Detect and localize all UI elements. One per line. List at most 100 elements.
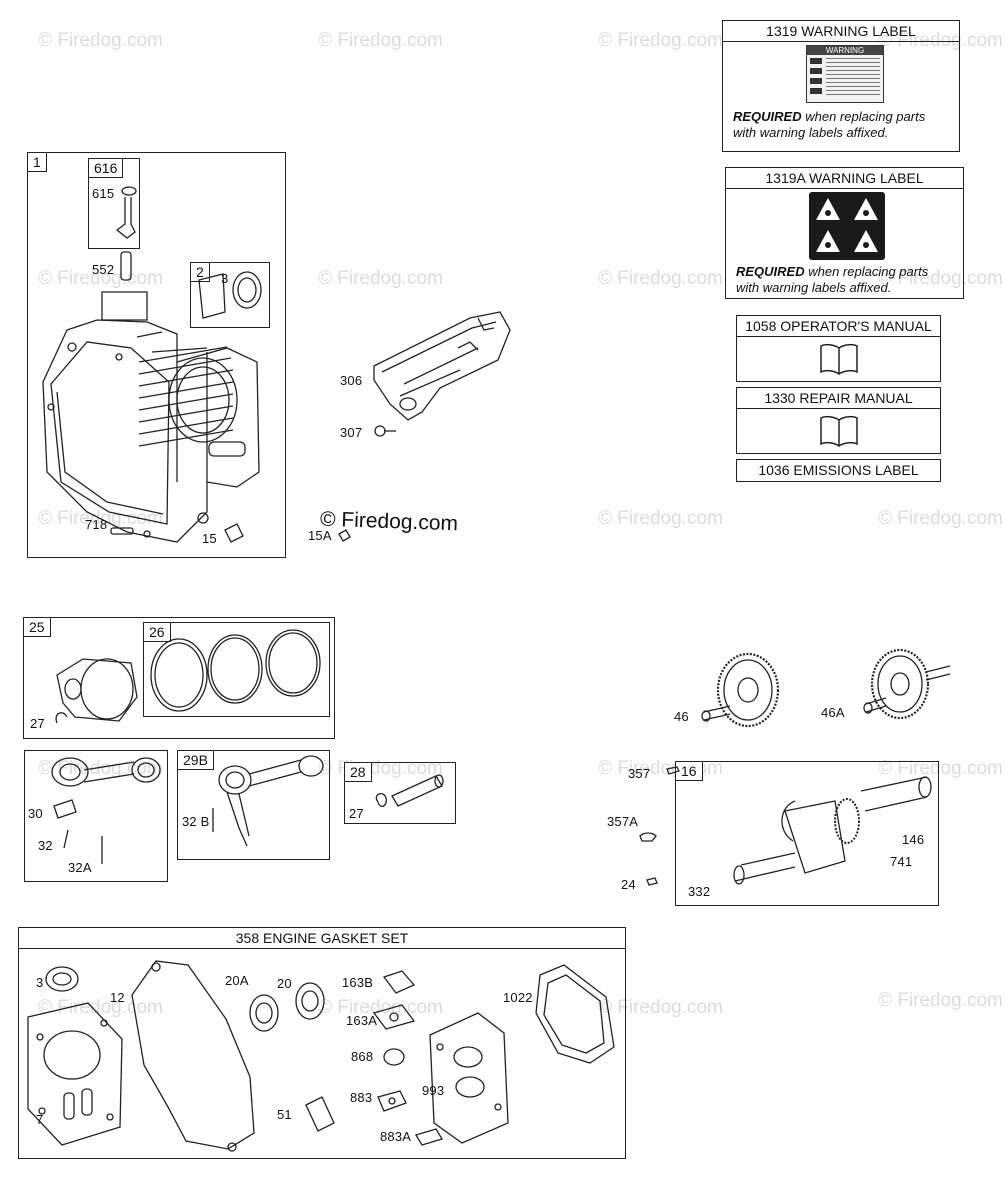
piston-ring-box[interactable] [190, 262, 270, 328]
watermark: © Firedog.com [878, 758, 1003, 779]
part-15a-label: 15A [308, 528, 332, 543]
callout-28: 28 [344, 762, 372, 782]
piston-box[interactable]: 25 [23, 617, 335, 739]
part-741-label: 741 [890, 854, 913, 869]
watermark: © Firedog.com [598, 508, 723, 529]
part-32-label: 32 [38, 838, 53, 853]
part-30-label: 30 [28, 806, 43, 821]
gasket-set-drawing [18, 927, 626, 1159]
engine-gasket-set-box[interactable]: 358 ENGINE GASKET SET [18, 927, 626, 1159]
gasket-part-883-label: 883 [350, 1090, 373, 1105]
callout-29b: 29B [177, 750, 214, 770]
breather-cover-drawing [360, 300, 530, 450]
watermark: © Firedog.com [598, 30, 723, 51]
emissions-label-box[interactable]: 1036 EMISSIONS LABEL [736, 459, 941, 482]
gasket-part-868-label: 868 [351, 1049, 374, 1064]
hazard-triangles-icon [816, 198, 878, 252]
part-306-label: 306 [340, 373, 363, 388]
watermark: © Firedog.com [878, 268, 1003, 289]
key-357-icon [665, 765, 681, 777]
gasket-part-993-label: 993 [422, 1083, 445, 1098]
gasket-set-title: 358 ENGINE GASKET SET [19, 928, 625, 949]
wrist-pin-box[interactable] [344, 762, 456, 824]
part-357a-label: 357A [607, 814, 639, 829]
book-icon [819, 342, 859, 376]
emissions-label-title: 1036 EMISSIONS LABEL [758, 462, 919, 478]
operators-manual-box[interactable]: 1058 OPERATOR'S MANUAL [736, 315, 941, 382]
part-15-label: 15 [202, 531, 217, 546]
cylinder-block-drawing [27, 152, 286, 558]
part-307-label: 307 [340, 425, 363, 440]
connecting-rod-drawing [24, 750, 168, 882]
warning-sticker-image: WARNING [806, 45, 884, 103]
rod-29b-drawing [177, 750, 330, 860]
part-24-label: 24 [621, 877, 636, 892]
gasket-part-883a-label: 883A [380, 1129, 412, 1144]
crankshaft-drawing [675, 761, 939, 906]
rod-29b-box[interactable] [177, 750, 330, 860]
part-27-label: 27 [30, 716, 45, 731]
rings-box[interactable] [143, 622, 330, 717]
watermark: © Firedog.com [598, 268, 723, 289]
callout-616: 616 [88, 158, 124, 178]
warning-sticker-text [826, 58, 880, 98]
operators-manual-title: 1058 OPERATOR'S MANUAL [737, 316, 940, 337]
book-icon [819, 414, 859, 448]
part-46a-label: 46A [821, 705, 845, 720]
part-332-label: 332 [688, 884, 711, 899]
warning-label-title: 1319 WARNING LABEL [723, 21, 959, 42]
crankshaft-box[interactable]: 16 [675, 761, 939, 906]
part-3-label: 3 [221, 271, 229, 286]
gasket-part-20-label: 20 [277, 976, 292, 991]
watermark: © Firedog.com [318, 997, 443, 1018]
gasket-part-163b-label: 163B [342, 975, 374, 990]
part-615-label: 615 [92, 186, 115, 201]
watermark: © Firedog.com [38, 997, 163, 1018]
callout-1: 1 [28, 153, 47, 172]
warning-label-a-box[interactable]: 1319A WARNING LABEL REQUIRED when replac… [725, 167, 964, 299]
warning-sticker-word: WARNING [807, 46, 883, 55]
gasket-part-1022-label: 1022 [503, 990, 533, 1005]
part-357-label: 357 [628, 766, 651, 781]
callout-16: 16 [676, 762, 703, 781]
gasket-part-51-label: 51 [277, 1107, 292, 1122]
repair-manual-box[interactable]: 1330 REPAIR MANUAL [736, 387, 941, 454]
watermark: © Firedog.com [38, 30, 163, 51]
pin-24-icon [645, 876, 659, 888]
callout-26: 26 [143, 622, 171, 642]
gasket-part-3-label: 3 [36, 975, 44, 990]
key-357a-icon [638, 830, 658, 844]
part-718-label: 718 [85, 517, 108, 532]
watermark: © Firedog.com [878, 508, 1003, 529]
watermark: © Firedog.com [318, 268, 443, 289]
part-552-label: 552 [92, 262, 115, 277]
watermark: © Firedog.com [598, 997, 723, 1018]
gasket-part-12-label: 12 [110, 990, 125, 1005]
cylinder-block-box[interactable]: 1 [27, 152, 286, 558]
hazard-icons [810, 58, 822, 98]
connecting-rod-box[interactable] [24, 750, 168, 882]
callout-2: 2 [190, 262, 210, 282]
part-32a-label: 32A [68, 860, 92, 875]
camshaft-gears-drawing [690, 650, 970, 740]
hazard-pictogram-image [809, 192, 885, 260]
gasket-part-163a-label: 163A [346, 1013, 378, 1028]
watermark: © Firedog.com [38, 268, 163, 289]
watermark: © Firedog.com [878, 990, 1003, 1011]
gasket-part-20a-label: 20A [225, 973, 249, 988]
callout-25: 25 [24, 618, 51, 637]
gasket-part-7-label: 7 [36, 1112, 44, 1127]
warning-label-box[interactable]: 1319 WARNING LABEL WARNING REQUIRED when… [722, 20, 960, 152]
wrist-pin-drawing [344, 762, 456, 824]
part-32b-label: 32 B [182, 814, 210, 829]
warning-label-a-title: 1319A WARNING LABEL [726, 168, 963, 189]
watermark: © Firedog.com [318, 30, 443, 51]
part-27b-label: 27 [349, 806, 364, 821]
part-146-label: 146 [902, 832, 925, 847]
plug-15a-icon [336, 528, 352, 544]
part-46-label: 46 [674, 709, 689, 724]
piston-drawing [23, 617, 335, 739]
watermark: © Firedog.com [878, 30, 1003, 51]
